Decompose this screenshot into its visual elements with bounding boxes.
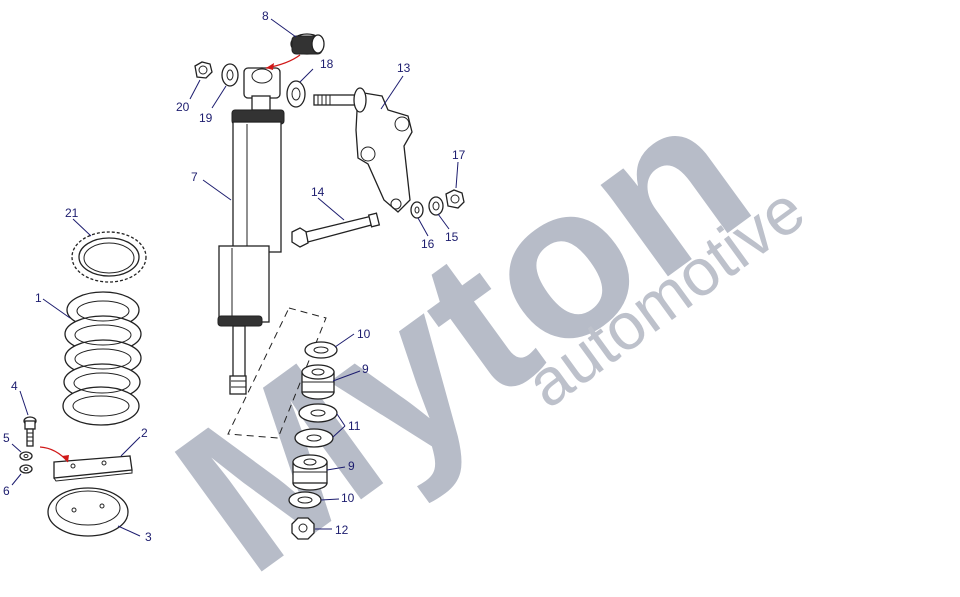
washer-18 xyxy=(286,80,306,108)
callout-18: 18 xyxy=(320,57,334,71)
callout-15: 15 xyxy=(445,230,459,244)
callout-13: 13 xyxy=(397,61,411,75)
callout-1: 1 xyxy=(35,291,42,305)
callout-21: 21 xyxy=(65,206,79,220)
callout-20: 20 xyxy=(176,100,190,114)
nut-12 xyxy=(291,517,315,540)
callout-12: 12 xyxy=(335,523,349,537)
arrow-2 xyxy=(39,446,69,463)
callout-2: 2 xyxy=(141,426,148,440)
bracket-13 xyxy=(313,87,413,213)
nut-20 xyxy=(194,61,213,79)
callout-7: 7 xyxy=(191,170,198,184)
washer-6 xyxy=(19,464,33,474)
arrow-8-head xyxy=(266,63,274,70)
callout-19: 19 xyxy=(199,111,213,125)
leader-lines xyxy=(11,18,459,537)
bolt-14 xyxy=(291,212,381,248)
callout-10-lower: 10 xyxy=(341,491,355,505)
callout-9-upper: 9 xyxy=(362,362,369,376)
coil-spring-1 xyxy=(62,291,142,426)
washer-11-lower xyxy=(294,428,334,448)
callout-10-upper: 10 xyxy=(357,327,371,341)
plate-2 xyxy=(53,455,133,482)
bush-9-lower xyxy=(292,454,328,491)
washer-10-upper xyxy=(304,341,338,359)
callout-9-lower: 9 xyxy=(348,459,355,473)
callout-4: 4 xyxy=(11,379,18,393)
washer-15 xyxy=(428,196,444,216)
callout-8: 8 xyxy=(262,9,269,23)
washer-5 xyxy=(19,451,33,461)
callout-14: 14 xyxy=(311,185,325,199)
bush-kit-outline xyxy=(227,307,327,439)
callout-3: 3 xyxy=(145,530,152,544)
cup-3 xyxy=(47,487,129,537)
bush-8 xyxy=(290,33,325,55)
callout-17: 17 xyxy=(452,148,466,162)
callout-6: 6 xyxy=(3,484,10,498)
washer-19 xyxy=(221,63,239,87)
callout-labels: 8 18 20 19 7 13 14 17 16 15 21 1 4 5 6 2… xyxy=(3,9,466,544)
bush-9-upper xyxy=(301,364,335,400)
arrow-2-head xyxy=(62,455,69,462)
spring-seat-21 xyxy=(71,231,147,283)
bolt-4 xyxy=(23,416,37,447)
nut-17 xyxy=(445,189,465,209)
callout-11: 11 xyxy=(348,419,361,433)
washer-16 xyxy=(410,201,424,219)
washer-11-upper xyxy=(298,403,338,423)
washer-10-lower xyxy=(288,491,322,509)
callout-16: 16 xyxy=(421,237,435,251)
shock-absorber xyxy=(217,67,285,395)
callout-5: 5 xyxy=(3,431,10,445)
